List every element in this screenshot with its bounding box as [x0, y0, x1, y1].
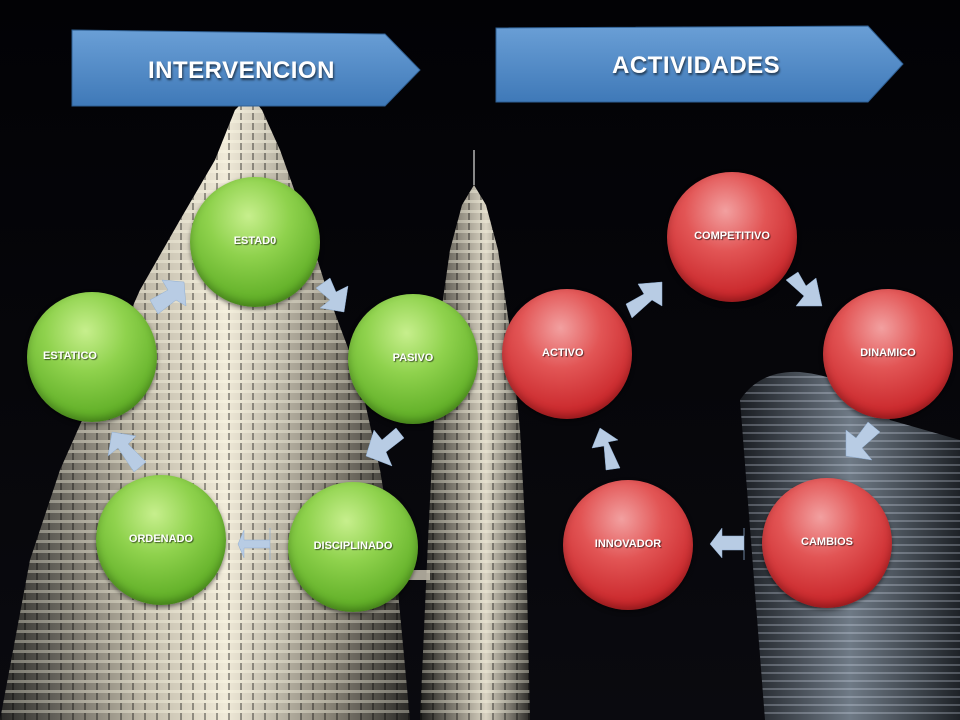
arrow-activo-to-competitivo: [625, 281, 663, 319]
node-cambios-label: CAMBIOS: [801, 536, 853, 548]
node-competitivo: COMPETITIVO: [667, 172, 797, 302]
node-cambios: CAMBIOS: [762, 478, 892, 608]
node-pasivo-label: PASIVO: [392, 352, 434, 364]
arrow-estatico-to-estado: [149, 279, 187, 315]
node-disciplinado-label: DISCIPLINADO: [313, 540, 393, 552]
arrow-ordenado-to-estatico: [107, 431, 147, 473]
node-ordenado: ORDENADO: [96, 475, 226, 605]
node-innovador: INNOVADOR: [563, 480, 693, 610]
node-activo: ACTIVO: [502, 289, 632, 419]
arrow-estado-to-pasivo: [315, 277, 349, 313]
node-disciplinado: DISCIPLINADO: [288, 482, 418, 612]
arrow-cambios-to-innovador: [709, 527, 745, 560]
intervencion-banner-label: INTERVENCION: [148, 57, 335, 84]
actividades-banner-label: ACTIVIDADES: [612, 52, 781, 79]
node-estado-label: ESTAD0: [233, 235, 277, 247]
node-estatico-label: ESTATICO: [43, 350, 97, 362]
node-dinamico-label: DINAMICO: [860, 347, 916, 359]
arrow-innovador-to-activo: [591, 427, 621, 471]
node-estado: ESTAD0: [190, 177, 320, 307]
actividades-banner: [495, 25, 904, 103]
node-activo-label: ACTIVO: [542, 347, 584, 359]
node-innovador-label: INNOVADOR: [594, 538, 662, 550]
node-competitivo-label: COMPETITIVO: [694, 230, 770, 242]
arrow-pasivo-to-disciplinado: [365, 427, 405, 467]
node-pasivo: PASIVO: [348, 294, 478, 424]
arrow-dinamico-to-cambios: [845, 421, 881, 461]
arrow-disciplinado-to-ordenado: [237, 528, 271, 560]
node-ordenado-label: ORDENADO: [128, 533, 194, 545]
node-estatico: ESTATICO: [27, 292, 157, 422]
node-dinamico: DINAMICO: [823, 289, 953, 419]
intervencion-banner: [71, 29, 421, 107]
arrow-competitivo-to-dinamico: [785, 271, 823, 307]
